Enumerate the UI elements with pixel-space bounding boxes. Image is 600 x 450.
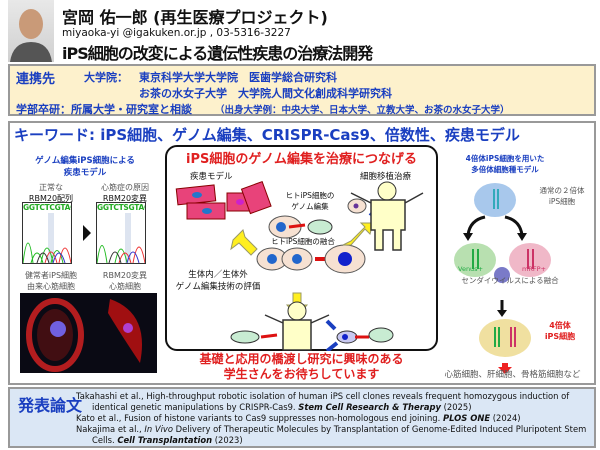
normal-label-1: 正常な <box>39 183 63 192</box>
undergrad-note: （出身大学例：中央大学、日本大学、立教大学、お茶の水女子大学） <box>215 105 510 116</box>
healthy-label-2: 由来心筋細胞 <box>27 282 75 291</box>
mutant-label-2: RBM20変異 <box>102 194 148 203</box>
center-title: iPS細胞のゲノム編集を治療につなげる <box>186 152 417 167</box>
message-line-1: 基礎と応用の橋渡し研究に興味のある <box>199 352 404 366</box>
person-icons <box>230 181 424 351</box>
eval-label-2: ゲノム編集技術の評価 <box>175 282 261 292</box>
normal-label: 正常な RBM20配列 <box>20 182 82 204</box>
publications-label: 発表論文 <box>18 396 83 415</box>
evaluation-label: 生体内／生体外ゲノム編集技術の評価 <box>168 268 268 292</box>
right-title: 4倍体iPS細胞を用いた多倍体細胞種モデル <box>445 153 565 175</box>
sendai-fusion-label: センダイウイルスによる融合 <box>461 276 559 285</box>
diploid-label: 通常の２倍体 iPS細胞 <box>532 185 592 207</box>
pub2-line1: Kato et al., Fusion of histone variants … <box>76 413 441 423</box>
normal-sequence: GGTCTCGTAGT <box>23 203 71 212</box>
pub3-authors: Nakajima et al., <box>76 424 142 434</box>
grad-line-1: 東京科学大学大学院 医歯学総合研究科 <box>139 71 337 84</box>
healthy-cell-label: 健常者iPS細胞由来心筋細胞 <box>18 270 84 292</box>
publication-1: Takahashi et al., High-throughput roboti… <box>76 391 569 412</box>
healthy-label-1: 健常者iPS細胞 <box>24 271 78 280</box>
left-title-1: ゲノム編集iPS細胞による <box>35 156 135 166</box>
contact-info: miyaoka-yi @igakuken.or.jp , 03-5316-322… <box>62 27 291 39</box>
profile-photo <box>8 0 54 62</box>
fusion-label: ヒトiPS細胞の融合 <box>271 237 335 246</box>
keyword-section <box>8 121 596 385</box>
normal-label-2: RBM20配列 <box>28 194 74 203</box>
pub3-line2: Cells. <box>92 434 115 445</box>
left-title: ゲノム編集iPS細胞による疾患モデル <box>20 154 150 178</box>
pub1-year: (2025) <box>443 401 472 412</box>
right-title-2: 多倍体細胞種モデル <box>471 165 539 174</box>
publication-3: Nakajima et al., In Vivo Delivery of The… <box>76 424 586 445</box>
mutcell-label-2: 心筋細胞 <box>109 282 141 291</box>
tetraploid-label-1: 4倍体 <box>549 321 571 330</box>
publications-box: 発表論文 Takahashi et al., High-throughput r… <box>8 387 596 448</box>
cardiomyocyte-icons <box>175 180 272 220</box>
publication-2: Kato et al., Fusion of histone variants … <box>76 413 521 424</box>
mutant-sequence: GGTCTSGTAGT <box>97 203 145 212</box>
grad-label: 大学院： <box>84 71 128 84</box>
tetraploid-label-2: iPS細胞 <box>544 332 576 341</box>
keywords: キーワード: iPS細胞、ゲノム編集、CRISPR-Cas9、倍数性、疾患モデル <box>14 126 520 144</box>
pub3-year: (2023) <box>214 434 243 445</box>
differentiated-cells-label: 心筋細胞、肝細胞、骨格筋細胞など <box>444 370 581 380</box>
researcher-name: 宮岡 佑一郎 (再生医療プロジェクト) <box>62 8 328 27</box>
collab-label: 連携先 <box>16 72 56 87</box>
edit-label-1: ヒトiPS細胞の <box>285 191 335 200</box>
pub1-line2: identical genetic manipulations by CRISP… <box>92 401 296 412</box>
pub1-journal: Stem Cell Research & Therapy <box>298 401 441 412</box>
pub3-italic: In Vivo <box>144 424 173 434</box>
mutant-label-1: 心筋症の原因 <box>101 183 149 192</box>
pub2-journal: PLOS ONE <box>442 413 491 423</box>
collaboration-box: 連携先 大学院： 東京科学大学大学院 医歯学総合研究科 お茶の水女子大学 大学院… <box>8 64 596 116</box>
diploid-label-2: iPS細胞 <box>548 197 576 206</box>
diagram-graphics <box>175 180 424 351</box>
genome-edit-label: ヒトiPS細胞のゲノム編集 <box>275 190 345 212</box>
tetraploid-label: 4倍体 iPS細胞 <box>540 320 580 342</box>
mutant-chromatogram: GGTCTSGTAGT <box>96 202 146 264</box>
undergrad-label: 学部卒研：所属大学・研究室と相談 <box>16 103 192 116</box>
pub1-line1: Takahashi et al., High-throughput roboti… <box>76 391 570 401</box>
mutant-cell-label: RBM20変異心筋細胞 <box>94 270 156 292</box>
mutant-label: 心筋症の原因 RBM20変異 <box>94 182 156 204</box>
ips-cell-icons <box>256 198 387 274</box>
pub3-line1: Delivery of Therapeutic Molecules by Tra… <box>175 424 587 434</box>
pub3-journal: Cell Transplantation <box>117 434 213 445</box>
edit-label-2: ゲノム編集 <box>291 202 329 211</box>
mrfp-label: mRFP+ <box>522 265 546 273</box>
transplant-label: 細胞移植治療 <box>360 172 412 182</box>
eval-label-1: 生体内／生体外 <box>188 270 248 280</box>
recruitment-message: 基礎と応用の橋渡し研究に興味のある学生さんをお待ちしています <box>165 352 438 382</box>
pub2-year: (2024) <box>492 413 521 423</box>
mutcell-label-1: RBM20変異 <box>102 271 148 280</box>
normal-chromatogram: GGTCTCGTAGT <box>22 202 72 264</box>
diploid-label-1: 通常の２倍体 <box>539 186 585 195</box>
polyploid-diagram <box>454 183 551 374</box>
arrow-right-icon <box>83 225 91 241</box>
message-line-2: 学生さんをお待ちしています <box>223 367 380 381</box>
grad-line-2: お茶の水女子大学 大学院人間文化創成科学研究科 <box>139 87 392 100</box>
disease-model-label: 疾患モデル <box>190 172 233 182</box>
left-title-2: 疾患モデル <box>63 168 107 178</box>
venus-label: Venus+ <box>458 265 484 273</box>
right-title-1: 4倍体iPS細胞を用いた <box>465 154 545 163</box>
cardiomyocyte-image <box>20 293 157 373</box>
research-title: iPS細胞の改変による遺伝性疾患の治療法開発 <box>62 44 373 63</box>
